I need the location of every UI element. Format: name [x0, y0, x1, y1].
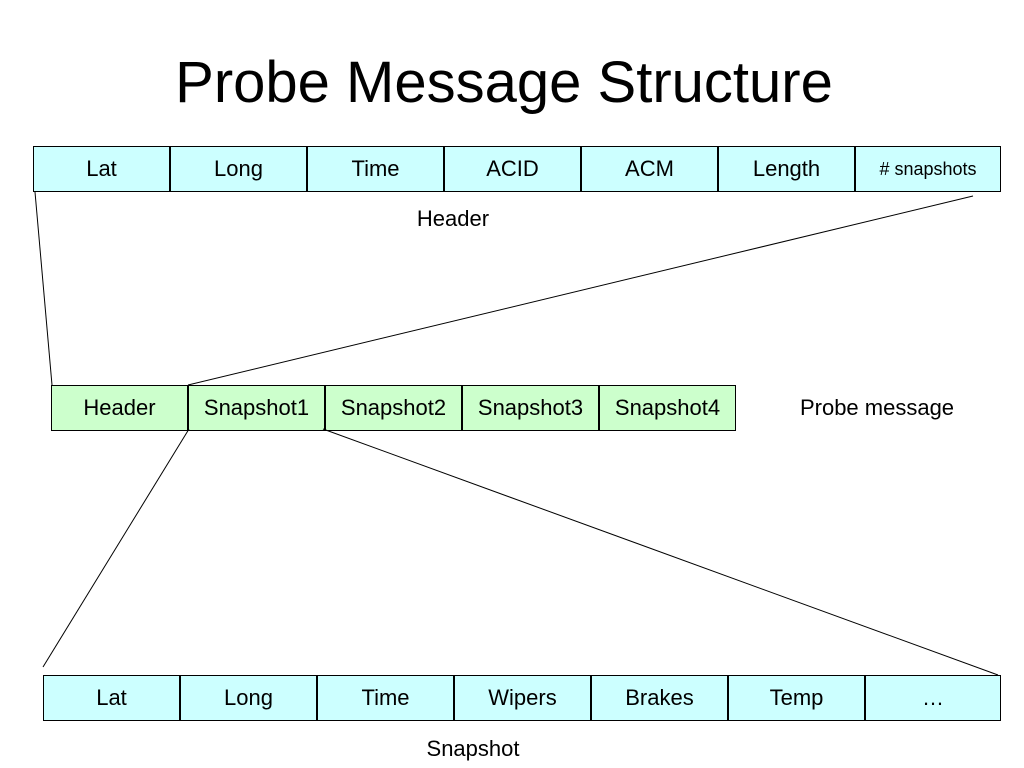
snapshot-field-lat: Lat: [43, 675, 180, 721]
snapshot-row: Lat Long Time Wipers Brakes Temp …: [43, 675, 1001, 721]
snapshot-field-long: Long: [180, 675, 317, 721]
header-field-time: Time: [307, 146, 444, 192]
header-field-long: Long: [170, 146, 307, 192]
header-field-snapshots: # snapshots: [855, 146, 1001, 192]
header-expand-right-line: [187, 195, 974, 386]
snapshot-field-wipers: Wipers: [454, 675, 591, 721]
slide-title: Probe Message Structure: [175, 50, 833, 115]
header-field-lat: Lat: [33, 146, 170, 192]
snapshot-expand-right-line: [322, 428, 999, 676]
probe-message-row: Header Snapshot1 Snapshot2 Snapshot3 Sna…: [51, 385, 736, 431]
probe-field-snapshot2: Snapshot2: [325, 385, 462, 431]
snapshot-field-more: …: [865, 675, 1001, 721]
header-row: Lat Long Time ACID ACM Length # snapshot…: [33, 146, 1001, 192]
probe-message-caption: Probe message: [799, 395, 955, 420]
header-field-acm: ACM: [581, 146, 718, 192]
header-caption: Header: [416, 206, 490, 231]
header-expand-left-line: [34, 191, 53, 386]
header-field-length: Length: [718, 146, 855, 192]
snapshot-caption: Snapshot: [426, 736, 520, 761]
probe-field-snapshot3: Snapshot3: [462, 385, 599, 431]
snapshot-field-brakes: Brakes: [591, 675, 728, 721]
probe-field-snapshot1: Snapshot1: [188, 385, 325, 431]
snapshot-field-time: Time: [317, 675, 454, 721]
probe-field-snapshot4: Snapshot4: [599, 385, 736, 431]
probe-field-header: Header: [51, 385, 188, 431]
snapshot-field-temp: Temp: [728, 675, 865, 721]
header-field-acid: ACID: [444, 146, 581, 192]
snapshot-expand-left-line: [42, 428, 190, 668]
